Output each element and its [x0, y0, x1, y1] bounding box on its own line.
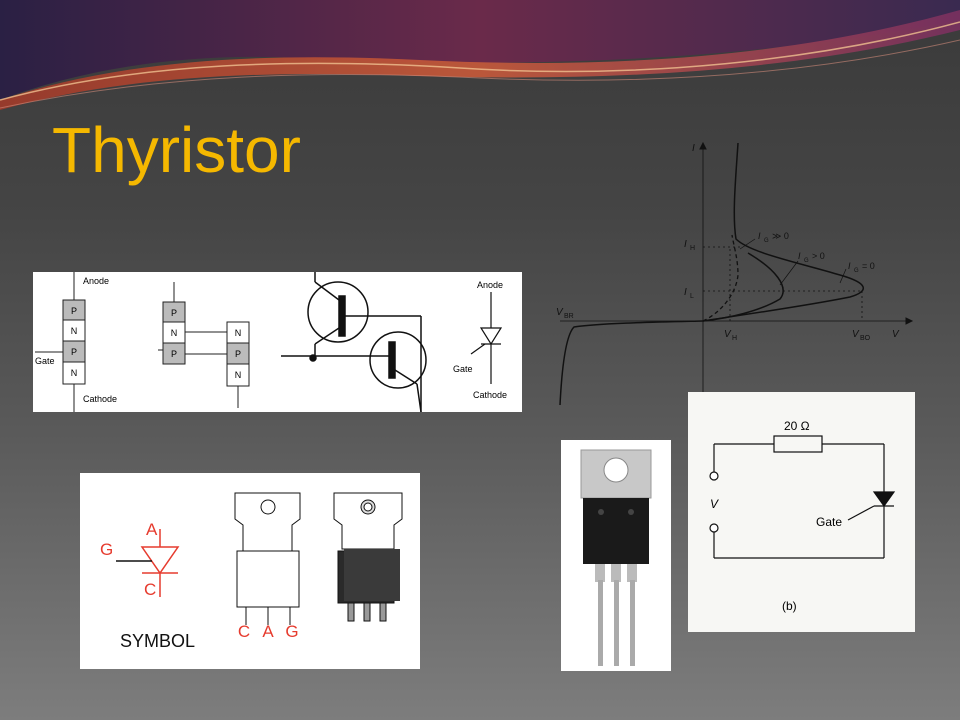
svg-text:BR: BR [564, 313, 574, 320]
resistor-value: 20 Ω [784, 419, 810, 433]
header-banner [0, 0, 960, 110]
svg-text:V: V [556, 307, 564, 318]
svg-text:G: G [764, 238, 769, 244]
svg-text:V: V [724, 329, 732, 340]
to220-package-photo [561, 440, 671, 671]
slide-title: Thyristor [52, 114, 301, 186]
symbol-caption: SYMBOL [120, 631, 195, 651]
gate-circuit-diagram: 20 Ω V Gate (b) [688, 392, 915, 632]
svg-text:P: P [71, 306, 77, 316]
svg-text:N: N [171, 328, 178, 338]
anode-label: Anode [83, 276, 109, 286]
pin-a: A [262, 622, 274, 641]
svg-text:I: I [848, 261, 851, 271]
gate-label-circuit: Gate [816, 515, 842, 529]
gate-letter: G [100, 540, 113, 559]
cathode-letter: C [144, 580, 156, 599]
voltage-label: V [710, 497, 719, 511]
svg-text:P: P [235, 349, 241, 359]
symbol-gate-label: Gate [453, 364, 473, 374]
axis-v-label: V [892, 329, 900, 340]
anode-letter: A [146, 520, 158, 539]
svg-text:N: N [71, 368, 78, 378]
thyristor-red-symbol [116, 529, 180, 597]
layer-structure-diagram: Anode Cathode Gate P N P N P N P [33, 272, 522, 412]
svg-text:G: G [854, 268, 859, 274]
svg-text:P: P [171, 349, 177, 359]
package-outline [234, 492, 301, 625]
thyristor-symbol [470, 292, 503, 384]
svg-text:H: H [732, 335, 737, 342]
svg-text:P: P [171, 308, 177, 318]
svg-text:BO: BO [860, 335, 871, 342]
pin-g: G [285, 622, 298, 641]
svg-text:I: I [684, 287, 687, 298]
svg-text:G: G [804, 258, 809, 264]
svg-text:H: H [690, 245, 695, 252]
svg-text:V: V [852, 329, 860, 340]
stack1: P N P N [62, 299, 86, 385]
stack2: P N P N P N [162, 301, 250, 387]
svg-text:N: N [235, 328, 242, 338]
svg-text:N: N [71, 326, 78, 336]
svg-text:I: I [684, 239, 687, 250]
symbol-cathode-label: Cathode [473, 390, 507, 400]
svg-text:= 0: = 0 [862, 261, 875, 271]
svg-text:L: L [690, 293, 694, 300]
package-dark [333, 492, 403, 622]
gate-label: Gate [35, 356, 55, 366]
svg-text:I: I [758, 231, 761, 241]
two-transistor-model [281, 272, 427, 412]
cathode-label: Cathode [83, 394, 117, 404]
symbol-package-panel: A G C SYMBOL C A G [80, 473, 420, 669]
svg-text:I: I [798, 251, 801, 261]
svg-text:≫ 0: ≫ 0 [772, 231, 789, 241]
svg-text:> 0: > 0 [812, 251, 825, 261]
svg-text:P: P [71, 347, 77, 357]
axis-i-label: I [692, 143, 695, 154]
pin-c: C [238, 622, 250, 641]
svg-text:N: N [235, 370, 242, 380]
symbol-anode-label: Anode [477, 280, 503, 290]
figure-caption: (b) [782, 599, 797, 613]
